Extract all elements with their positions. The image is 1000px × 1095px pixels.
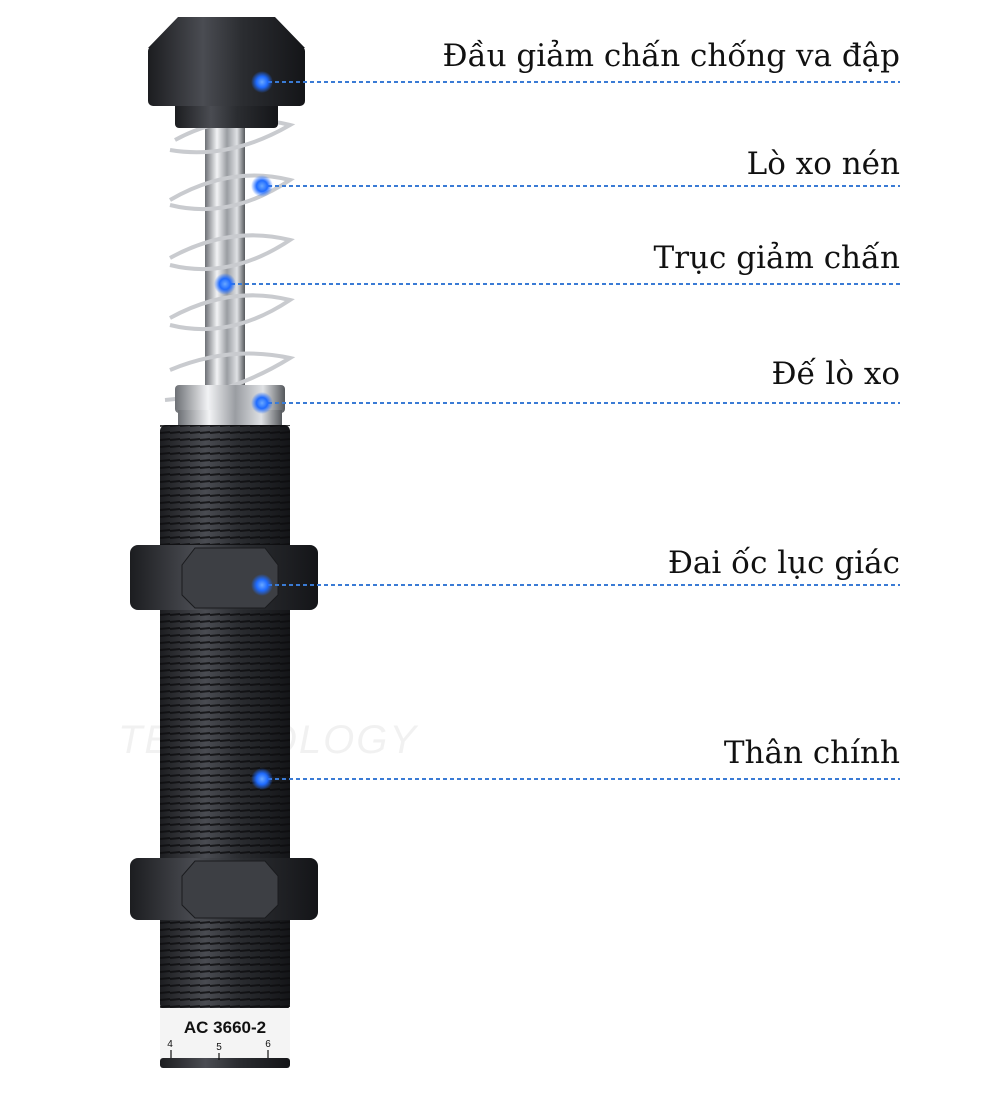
callout-label-rod: Trục giảm chấn [653,240,900,276]
damper-rod [205,110,245,400]
hex-nut-lower [130,858,318,920]
callout-lines [231,81,900,780]
scale-tick-label: 5 [216,1042,222,1053]
callout-label-hex-nut: Đai ốc lục giác [667,545,900,581]
callout-dots [214,71,273,790]
callout-label-impact-head: Đầu giảm chấn chống va đập [442,38,900,74]
model-label: AC 3660-2 [184,1018,266,1037]
hex-nut-upper [130,545,318,610]
scale-ticks [170,1050,269,1060]
impact-head [148,17,305,128]
threaded-body [160,425,290,1068]
callout-label-spring-seat: Đế lò xo [771,356,900,392]
scale-tick-label: 4 [167,1039,173,1050]
scale-tick-label: 6 [265,1039,271,1050]
callout-label-body: Thân chính [723,735,900,771]
callout-label-spring: Lò xo nén [746,146,900,182]
